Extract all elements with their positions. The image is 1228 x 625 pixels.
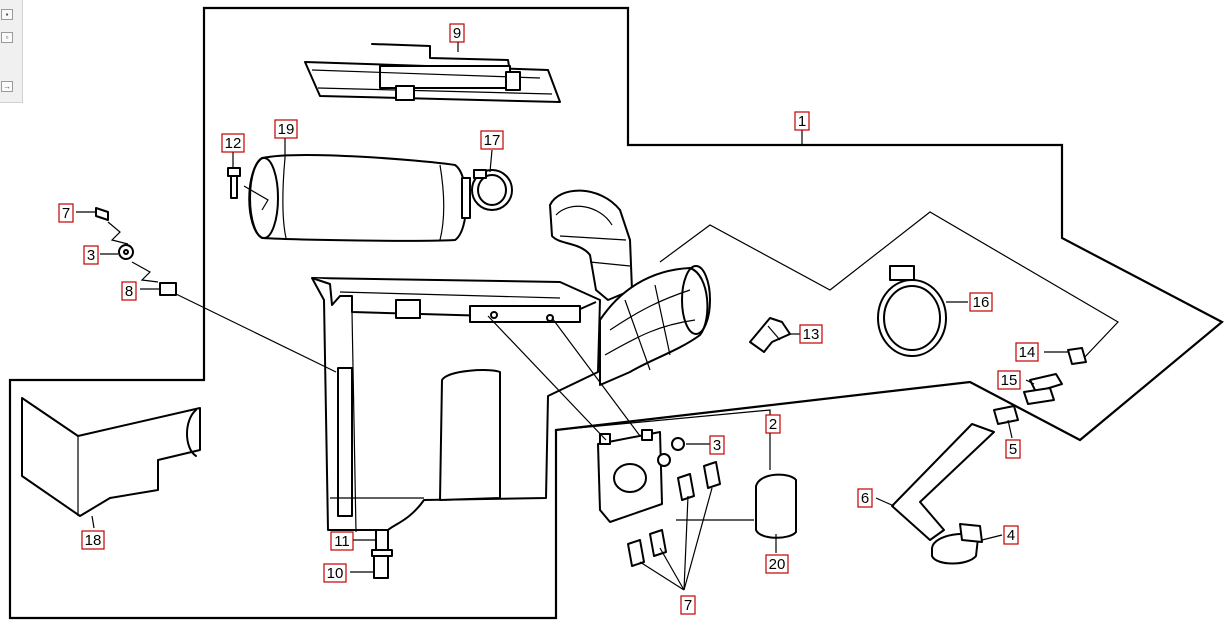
callout-c10: 10 bbox=[323, 563, 347, 583]
callout-c4: 4 bbox=[1003, 525, 1019, 545]
callout-c3a: 3 bbox=[83, 245, 99, 265]
callout-number: 6 bbox=[861, 490, 869, 507]
callout-number: 15 bbox=[1001, 372, 1018, 389]
callout-box bbox=[709, 435, 725, 455]
callout-number: 17 bbox=[484, 132, 501, 149]
callout-c9: 9 bbox=[449, 23, 465, 43]
callout-box bbox=[121, 281, 137, 301]
callout-box bbox=[81, 530, 105, 550]
callout-c16: 16 bbox=[969, 292, 993, 312]
callout-c8: 8 bbox=[121, 281, 137, 301]
callout-number: 3 bbox=[87, 247, 95, 264]
callout-box bbox=[449, 23, 465, 43]
callout-c6: 6 bbox=[857, 488, 873, 508]
hose-group-outline bbox=[659, 211, 1119, 361]
callout-c7a: 7 bbox=[58, 203, 74, 223]
callout-c15: 15 bbox=[997, 370, 1021, 390]
callout-c17: 17 bbox=[480, 130, 504, 150]
callout-c12: 12 bbox=[221, 133, 245, 153]
callout-box bbox=[330, 531, 354, 551]
callout-number: 5 bbox=[1009, 441, 1017, 458]
callout-c19: 19 bbox=[274, 119, 298, 139]
leader-lines bbox=[76, 40, 1068, 573]
callout-c14: 14 bbox=[1015, 342, 1039, 362]
hose-6-part bbox=[891, 423, 995, 541]
filter-cover-part bbox=[304, 43, 561, 103]
callout-number: 16 bbox=[973, 294, 990, 311]
callout-number: 11 bbox=[334, 533, 350, 550]
air-box-housing-part bbox=[311, 277, 601, 533]
cover-plate-20-part bbox=[755, 473, 797, 539]
callout-c20: 20 bbox=[765, 554, 789, 574]
callout-box bbox=[1015, 342, 1039, 362]
callout-box bbox=[1005, 439, 1021, 459]
drain-valve-part bbox=[371, 529, 393, 579]
clamp-4-part bbox=[931, 523, 983, 565]
callout-c2: 2 bbox=[765, 414, 781, 434]
callout-number: 18 bbox=[85, 532, 102, 549]
air-filter-element-part bbox=[248, 154, 471, 242]
callout-c18: 18 bbox=[81, 530, 105, 550]
callout-number: 19 bbox=[278, 121, 295, 138]
zoom-fit-icon[interactable]: ▪ bbox=[1, 9, 13, 20]
clip-13-part bbox=[749, 317, 791, 353]
small-clips-part bbox=[993, 347, 1087, 425]
callout-number: 4 bbox=[1007, 527, 1015, 544]
callout-c13: 13 bbox=[799, 324, 823, 344]
bolt-12-part bbox=[227, 167, 269, 211]
viewer-toolbar: ▪ ▫ → bbox=[0, 0, 23, 103]
callout-number: 7 bbox=[62, 205, 70, 222]
callout-number: 2 bbox=[769, 416, 777, 433]
callout-box bbox=[997, 370, 1021, 390]
callout-box bbox=[323, 563, 347, 583]
callout-box bbox=[799, 324, 823, 344]
duct-piece-18-part bbox=[21, 397, 201, 517]
callout-c7b: 7 bbox=[680, 595, 696, 615]
clamp-17-part bbox=[471, 169, 513, 211]
left-hardware-part bbox=[95, 207, 337, 373]
bracket-plate-part bbox=[487, 315, 771, 591]
callout-box bbox=[969, 292, 993, 312]
clamp-16-part bbox=[877, 265, 947, 357]
callout-box bbox=[480, 130, 504, 150]
callout-number: 1 bbox=[798, 113, 806, 130]
callout-number: 8 bbox=[125, 283, 133, 300]
callout-box bbox=[83, 245, 99, 265]
assembly-outline-frame bbox=[8, 6, 1224, 620]
callout-box bbox=[58, 203, 74, 223]
callout-box bbox=[765, 554, 789, 574]
callout-number: 9 bbox=[453, 25, 461, 42]
callout-c1: 1 bbox=[794, 111, 810, 131]
callout-box bbox=[1003, 525, 1019, 545]
callout-c11: 11 bbox=[330, 531, 354, 551]
callout-box bbox=[857, 488, 873, 508]
callout-box bbox=[221, 133, 245, 153]
callout-box bbox=[274, 119, 298, 139]
intake-duct-part bbox=[549, 189, 711, 386]
callout-box bbox=[765, 414, 781, 434]
callout-number: 7 bbox=[684, 597, 692, 614]
callout-c5: 5 bbox=[1005, 439, 1021, 459]
callout-number: 13 bbox=[803, 326, 820, 343]
callout-number: 14 bbox=[1019, 344, 1036, 361]
callout-c3b: 3 bbox=[709, 435, 725, 455]
callout-number: 10 bbox=[327, 565, 344, 582]
callout-box bbox=[680, 595, 696, 615]
page-icon[interactable]: ▫ bbox=[1, 32, 13, 43]
callout-number: 20 bbox=[769, 556, 786, 573]
callout-number: 12 bbox=[225, 135, 242, 152]
callout-box bbox=[794, 111, 810, 131]
forward-arrow-icon[interactable]: → bbox=[1, 81, 13, 92]
callout-number: 3 bbox=[713, 437, 721, 454]
